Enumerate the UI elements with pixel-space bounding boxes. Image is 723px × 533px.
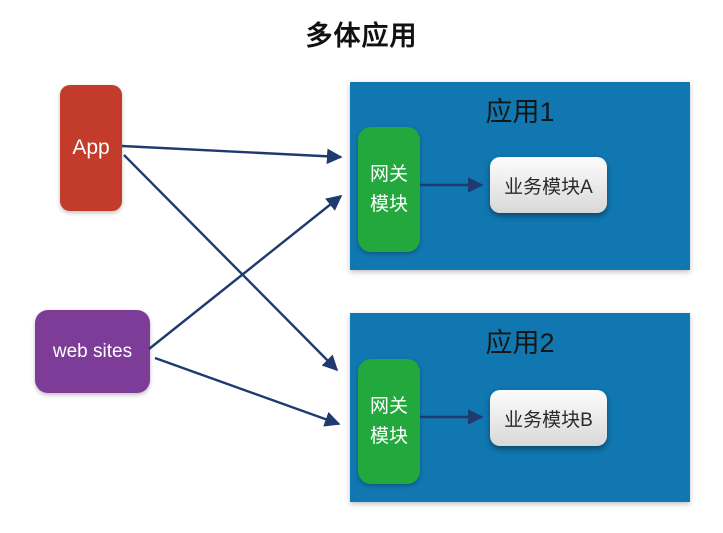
node-app: App xyxy=(60,85,122,211)
application-2-gateway-module: 网关模块 xyxy=(358,359,420,484)
application-1-business-module: 业务模块A xyxy=(490,157,607,213)
page-title: 多体应用 xyxy=(305,21,418,51)
node-web-sites: web sites xyxy=(35,310,150,393)
application-2-title: 应用2 xyxy=(485,328,555,358)
node-app-label: App xyxy=(72,136,110,159)
application-1-gateway-module: 网关模块 xyxy=(358,127,420,252)
arrow-websites-to-application1-gateway xyxy=(148,195,343,350)
arrow-app-to-application1-gateway xyxy=(121,144,343,165)
container-application-2: 应用2 网关模块 业务模块B xyxy=(350,313,690,502)
application-1-title: 应用1 xyxy=(485,97,555,127)
arrow-app-to-application2-gateway xyxy=(123,154,339,372)
application-2-gateway-label: 网关模块 xyxy=(369,395,408,447)
application-1-business-label: 业务模块A xyxy=(504,176,593,198)
node-web-sites-label: web sites xyxy=(52,340,133,362)
application-2-business-module: 业务模块B xyxy=(490,390,607,446)
arrow-websites-to-application2-gateway xyxy=(154,356,341,427)
application-2-business-label: 业务模块B xyxy=(504,409,593,431)
application-1-gateway-label: 网关模块 xyxy=(369,163,408,215)
container-application-1: 应用1 网关模块 业务模块A xyxy=(350,82,690,270)
